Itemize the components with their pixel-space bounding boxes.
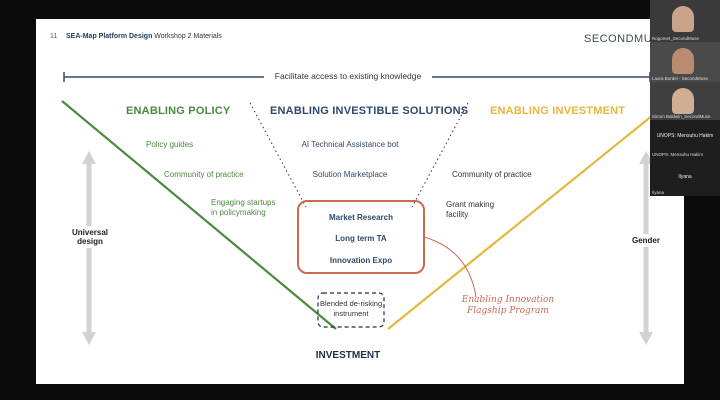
- left-axis-arrowhead-top: [82, 151, 96, 164]
- participant-name: Ilyana: [652, 190, 665, 195]
- right-axis-arrowhead-bottom: [639, 332, 653, 345]
- slide-title-bold: SEA-Map Platform Design: [66, 33, 153, 40]
- funnel-dotted-right: [411, 102, 469, 208]
- person-video-icon: [672, 88, 694, 114]
- participant-tile[interactable]: UNOPS: Mensuhu Hakim UNOPS: Mensuhu Haki…: [650, 120, 720, 158]
- right-axis-arrowhead-top: [639, 151, 653, 164]
- investment-item: Grant making facility: [446, 200, 495, 219]
- heading-enabling-policy: ENABLING POLICY: [126, 105, 231, 117]
- flagship-connector: [423, 236, 477, 298]
- participant-center-name: UNOPS: Mensuhu Hakim: [656, 133, 714, 139]
- policy-arm-line: [61, 100, 337, 330]
- flagship-item-market-research: Market Research: [328, 213, 394, 222]
- left-axis-arrowhead-bottom: [82, 332, 96, 345]
- participant-name: UNOPS: Mensuhu Hakim: [652, 152, 704, 157]
- policy-item: Policy guides: [146, 140, 194, 149]
- participant-name: Simon Baldwin_SecondMuse: [652, 114, 711, 119]
- solutions-item: Solution Marketplace: [312, 170, 388, 179]
- flagship-program-label: Enabling Innovation Flagship Program: [461, 295, 555, 316]
- flagship-item-innovation-expo: Innovation Expo: [329, 256, 393, 265]
- participant-name: Nogomet_SecondMuse: [652, 36, 700, 41]
- blended-box: [317, 292, 385, 328]
- person-video-icon: [672, 6, 694, 32]
- universal-design-label: Universal design: [64, 226, 116, 248]
- slide-title-rest: Workshop 2 Materials: [152, 33, 222, 40]
- slide-title: SEA-Map Platform Design Workshop 2 Mater…: [66, 33, 222, 40]
- funnel-dotted-left: [249, 102, 307, 208]
- participant-tile[interactable]: Laura Bordei - SecondMuse: [650, 42, 720, 82]
- participant-tile[interactable]: Ilyana Ilyana: [650, 158, 720, 196]
- top-banner-label: Facilitate access to existing knowledge: [264, 71, 432, 81]
- investment-item: Community of practice: [452, 170, 532, 179]
- presentation-slide: 11 SEA-Map Platform Design Workshop 2 Ma…: [36, 19, 684, 384]
- investment-arm-line: [387, 110, 659, 330]
- secondmuse-logo: SECONDMUSE: [584, 33, 668, 45]
- policy-item: Engaging startups in policymaking: [211, 198, 276, 217]
- policy-item: Community of practice: [164, 170, 244, 179]
- participant-name: Laura Bordei - SecondMuse: [652, 76, 709, 81]
- heading-enabling-solutions: ENABLING INVESTIBLE SOLUTIONS: [270, 105, 469, 117]
- participant-tile[interactable]: Simon Baldwin_SecondMuse: [650, 82, 720, 120]
- flagship-item-long-term-ta: Long term TA: [335, 234, 387, 243]
- solutions-item: AI Technical Assistance bot: [301, 140, 399, 149]
- gender-label: Gender: [624, 234, 668, 247]
- participant-center-name: Ilyana: [678, 174, 692, 180]
- blended-instrument-label: Blended de-risking instrument: [320, 299, 383, 318]
- participant-tile[interactable]: Nogomet_SecondMuse: [650, 0, 720, 42]
- investment-label: INVESTMENT: [315, 350, 381, 361]
- top-bar: [0, 0, 720, 19]
- slide-number: 11: [50, 33, 58, 40]
- heading-enabling-investment: ENABLING INVESTMENT: [490, 105, 626, 117]
- person-video-icon: [672, 48, 694, 74]
